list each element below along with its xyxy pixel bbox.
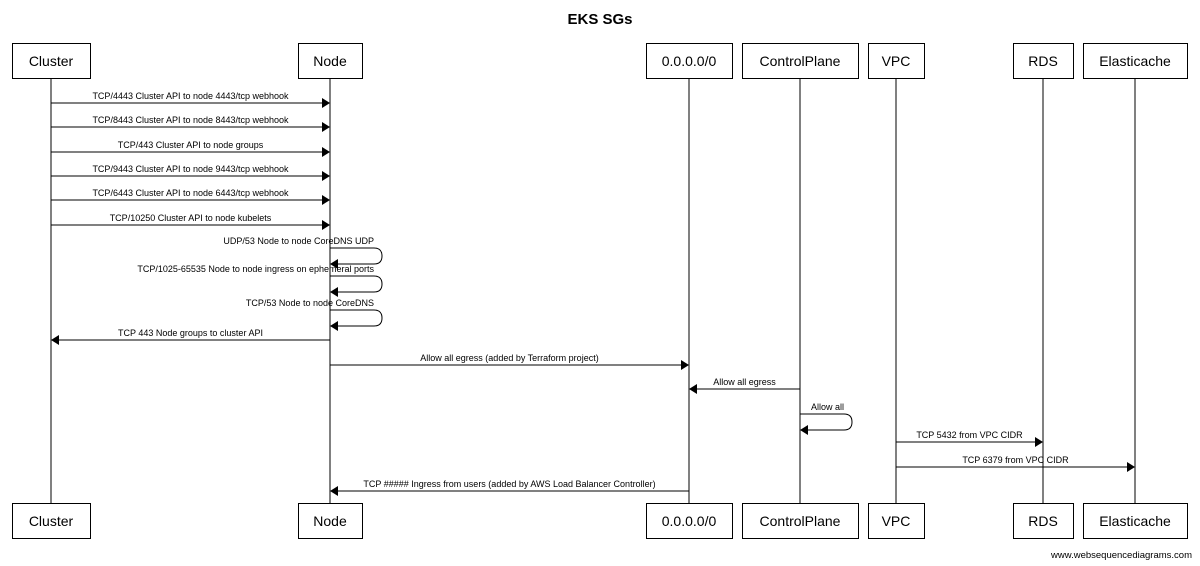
message-4: TCP/9443 Cluster API to node 9443/tcp we… [51,164,330,181]
message-13: Allow all [800,402,853,435]
arrowhead [322,220,330,230]
message-3: TCP/443 Cluster API to node groups [51,140,330,157]
arrowhead [322,147,330,157]
arrowhead [322,122,330,132]
participant-label-internet-top: 0.0.0.0/0 [662,53,717,69]
message-label: UDP/53 Node to node CoreDNS UDP [223,236,374,246]
message-label: TCP/8443 Cluster API to node 8443/tcp we… [92,115,289,125]
message-12: Allow all egress [689,377,800,394]
message-16: TCP ##### Ingress from users (added by A… [330,479,689,496]
participant-label-cluster-bottom: Cluster [29,513,74,529]
arrowhead [800,425,808,435]
message-6: TCP/10250 Cluster API to node kubelets [51,213,330,230]
message-label: TCP/1025-65535 Node to node ingress on e… [137,264,374,274]
arrowhead [330,486,338,496]
message-label: TCP/443 Cluster API to node groups [118,140,264,150]
arrowhead [1127,462,1135,472]
message-label: TCP 6379 from VPC CIDR [962,455,1069,465]
message-15: TCP 6379 from VPC CIDR [896,455,1135,472]
participant-box-cluster-top [12,43,91,79]
message-11: Allow all egress (added by Terraform pro… [330,353,689,370]
participant-label-node-bottom: Node [313,513,347,529]
message-1: TCP/4443 Cluster API to node 4443/tcp we… [51,91,330,108]
message-label: Allow all [811,402,844,412]
arrowhead [322,195,330,205]
message-label: TCP/10250 Cluster API to node kubelets [110,213,272,223]
arrowhead [681,360,689,370]
message-label: Allow all egress (added by Terraform pro… [420,353,598,363]
message-8: TCP/1025-65535 Node to node ingress on e… [137,264,383,297]
arrowhead [330,321,338,331]
message-9: TCP/53 Node to node CoreDNS [246,298,383,331]
self-message-arrow [330,247,383,265]
message-2: TCP/8443 Cluster API to node 8443/tcp we… [51,115,330,132]
message-label: TCP/53 Node to node CoreDNS [246,298,374,308]
participant-box-cluster-bottom [12,503,91,539]
message-label: TCP/4443 Cluster API to node 4443/tcp we… [92,91,289,101]
arrowhead [330,259,338,269]
participant-label-controlplane-top: ControlPlane [760,53,841,69]
participant-label-rds-top: RDS [1028,53,1058,69]
arrowhead [322,98,330,108]
message-label: TCP ##### Ingress from users (added by A… [363,479,655,489]
participant-label-vpc-top: VPC [882,53,911,69]
participant-label-cluster-top: Cluster [29,53,74,69]
diagram-title: EKS SGs [567,11,632,28]
message-14: TCP 5432 from VPC CIDR [896,430,1043,447]
participant-box-vpc-bottom [868,503,925,539]
participant-box-internet-bottom [646,503,733,539]
message-label: TCP/6443 Cluster API to node 6443/tcp we… [92,188,289,198]
self-message-arrow [330,275,383,293]
message-label: TCP 5432 from VPC CIDR [916,430,1023,440]
participant-box-elasticache-bottom [1083,503,1188,539]
arrowhead [322,171,330,181]
arrowhead [330,287,338,297]
participant-box-rds-top [1013,43,1074,79]
lifelines [50,78,1136,503]
message-10: TCP 443 Node groups to cluster API [51,328,330,345]
participant-label-node-top: Node [313,53,347,69]
participant-box-elasticache-top [1083,43,1188,79]
participant-label-vpc-bottom: VPC [882,513,911,529]
participant-box-rds-bottom [1013,503,1074,539]
participant-label-elasticache-bottom: Elasticache [1099,513,1171,529]
arrowhead [1035,437,1043,447]
message-5: TCP/6443 Cluster API to node 6443/tcp we… [51,188,330,205]
arrowhead [689,384,697,394]
self-message-arrow [330,309,383,327]
arrowhead [51,335,59,345]
message-label: TCP/9443 Cluster API to node 9443/tcp we… [92,164,289,174]
participant-box-internet-top [646,43,733,79]
message-label: Allow all egress [713,377,776,387]
messages: TCP/4443 Cluster API to node 4443/tcp we… [51,91,1135,496]
participant-box-node-bottom [298,503,363,539]
participant-label-controlplane-bottom: ControlPlane [760,513,841,529]
self-message-arrow [800,413,853,431]
message-label: TCP 443 Node groups to cluster API [118,328,263,338]
message-7: UDP/53 Node to node CoreDNS UDP [223,236,383,269]
participant-box-controlplane-top [742,43,859,79]
participant-label-rds-bottom: RDS [1028,513,1058,529]
participant-box-controlplane-bottom [742,503,859,539]
participant-boxes: ClusterClusterNodeNode0.0.0.0/00.0.0.0/0… [12,43,1188,539]
participant-box-vpc-top [868,43,925,79]
participant-label-internet-bottom: 0.0.0.0/0 [662,513,717,529]
participant-box-node-top [298,43,363,79]
footer-watermark: www.websequencediagrams.com [1050,550,1192,561]
participant-label-elasticache-top: Elasticache [1099,53,1171,69]
